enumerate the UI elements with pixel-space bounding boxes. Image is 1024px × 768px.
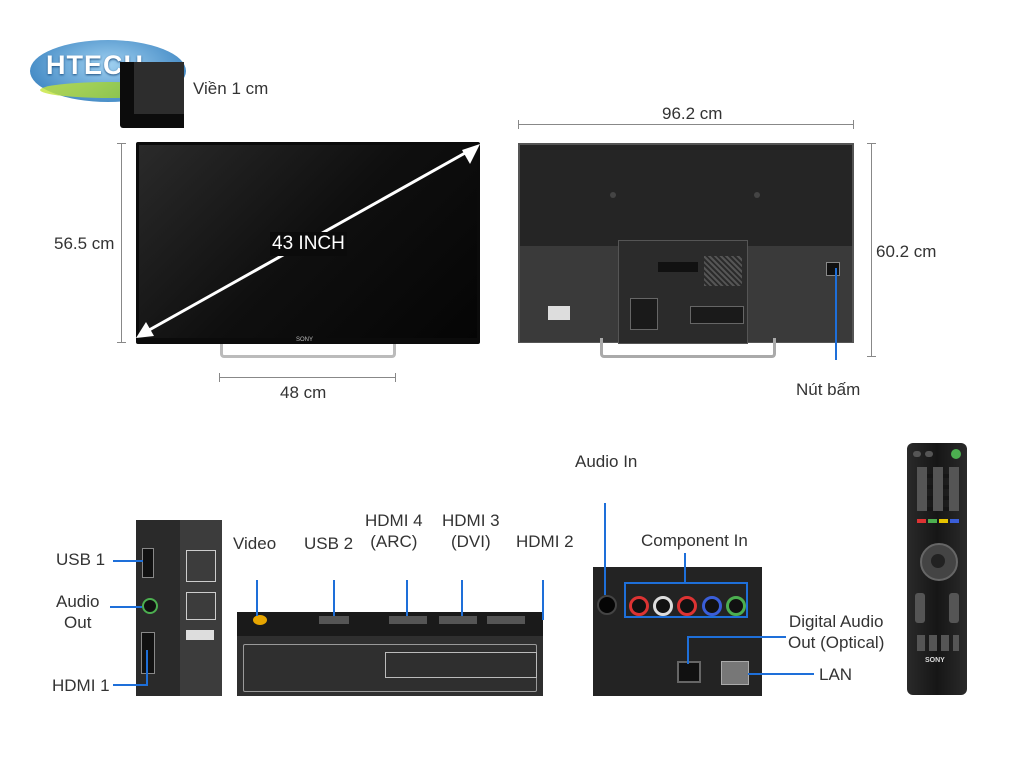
tv-back-vent [704, 256, 742, 286]
lan-label: LAN [819, 665, 853, 684]
remote-color-green [928, 519, 937, 523]
height-front-label: 56.5 cm [54, 233, 115, 255]
height-front-line [121, 143, 122, 343]
remote-numpad [917, 467, 959, 511]
component-in-label: Component In [641, 531, 748, 550]
optical-port [677, 661, 701, 683]
remote-vol [915, 593, 925, 623]
height-back-tick-bottom [867, 356, 876, 357]
rear-port-panel [593, 567, 762, 696]
height-front-tick-bottom [117, 342, 126, 343]
hdmi3-label: HDMI 3 (DVI) [442, 511, 500, 552]
remote-ch [949, 593, 959, 623]
remote-power [951, 449, 961, 459]
rca-4 [702, 596, 722, 616]
front-stand [220, 344, 396, 358]
height-back-line [871, 143, 872, 357]
hdmi1-label: HDMI 1 [52, 676, 110, 695]
bottom-port-panel [237, 612, 543, 696]
tv-back-mount2 [754, 192, 760, 198]
diagonal-label: 43 INCH [270, 232, 347, 256]
video-port [253, 615, 267, 625]
video-label: Video [233, 534, 277, 553]
rca-1 [629, 596, 649, 616]
digital-audio-callout-v [687, 636, 689, 664]
video-callout [256, 580, 258, 616]
hdmi2-label: HDMI 2 [516, 532, 574, 551]
tv-back-sticker [548, 306, 570, 320]
usb2-label: USB 2 [304, 534, 354, 553]
hdmi4-label: HDMI 4 (ARC) [365, 511, 423, 552]
side-port-panel [136, 520, 222, 696]
remote-playback [917, 635, 959, 651]
audio-out-port [142, 598, 158, 614]
height-front-tick-top [117, 143, 126, 144]
hdmi4-callout [406, 580, 408, 616]
width-stand-tick-right [395, 373, 396, 382]
audio-in-port [597, 595, 617, 615]
audio-out-callout [110, 606, 142, 608]
usb1-port [142, 548, 154, 578]
back-stand [600, 338, 776, 358]
width-back-tick-left [518, 120, 519, 129]
height-back-label: 60.2 cm [876, 242, 937, 261]
audio-out-label: Audio Out [56, 592, 100, 633]
rca-3 [677, 596, 697, 616]
width-stand-tick-left [219, 373, 220, 382]
tv-back-io2 [690, 306, 744, 324]
remote-color-blue [950, 519, 959, 523]
remote-btn-a [913, 451, 921, 457]
width-back-label: 96.2 cm [662, 104, 723, 123]
width-back-line [518, 124, 854, 125]
hdmi1-port [141, 632, 155, 674]
bezel-inner [134, 62, 184, 114]
height-back-tick-top [867, 143, 876, 144]
tv-back-button [826, 262, 840, 276]
audio-in-callout [604, 503, 606, 595]
side-label-usb [186, 550, 216, 582]
hdmi4-port [389, 616, 427, 624]
usb1-callout [113, 560, 143, 562]
component-callout [684, 553, 686, 583]
hdmi1-callout-h [113, 684, 147, 686]
component-box [624, 582, 748, 618]
remote-dpad-center [931, 554, 945, 568]
button-label: Nút bấm [796, 380, 861, 399]
remote-btn-b [925, 451, 933, 457]
audio-in-label: Audio In [575, 452, 638, 471]
side-label-audio [186, 592, 216, 620]
hdmi1-callout-v [146, 650, 148, 686]
digital-audio-callout-h [688, 636, 786, 638]
bezel-label: Viền 1 cm [193, 79, 269, 98]
width-back-tick-right [853, 120, 854, 129]
width-stand-line [219, 377, 396, 378]
usb1-label: USB 1 [56, 550, 106, 569]
side-label-hdmi [186, 630, 214, 640]
rca-2 [653, 596, 673, 616]
front-brand: SONY [296, 337, 314, 343]
remote: SONY [907, 443, 967, 695]
tv-back-mount1 [610, 192, 616, 198]
lan-callout [748, 673, 814, 675]
rca-5 [726, 596, 746, 616]
remote-brand: SONY [925, 657, 945, 664]
bottom-label-hdmi [385, 652, 537, 678]
lan-port [721, 661, 749, 685]
hdmi2-callout [542, 580, 544, 620]
usb2-port [319, 616, 349, 624]
tv-back-io [658, 262, 698, 272]
width-stand-label: 48 cm [280, 383, 327, 402]
button-callout-line [835, 268, 837, 360]
digital-audio-label: Digital Audio Out (Optical) [788, 612, 885, 653]
hdmi3-port [439, 616, 477, 624]
remote-color-red [917, 519, 926, 523]
usb2-callout [333, 580, 335, 616]
tv-back-io3 [630, 298, 658, 330]
hdmi3-callout [461, 580, 463, 616]
hdmi2-port [487, 616, 525, 624]
remote-color-yellow [939, 519, 948, 523]
